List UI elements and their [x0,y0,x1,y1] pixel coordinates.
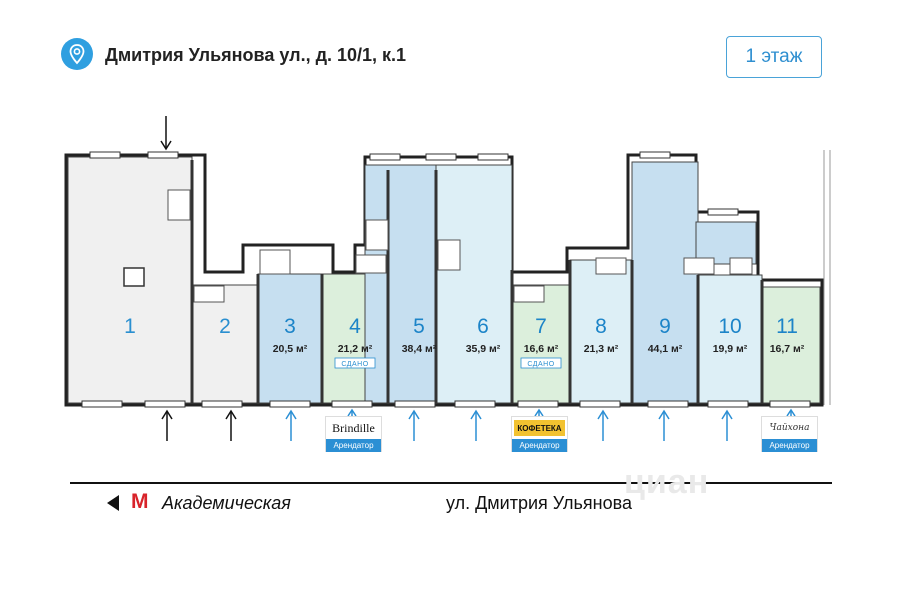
unit-number: 5 [413,315,425,338]
unit-number: 7 [535,315,547,338]
left-arrow-icon [107,495,119,511]
unit-area: 21,2 м² [338,343,373,355]
metro-station: Академическая [162,493,291,513]
unit-number: 9 [659,315,671,338]
unit-area: 16,6 м² [524,343,559,355]
address-title: Дмитрия Ульянова ул., д. 10/1, к.1 [105,45,407,65]
tenant-logo: КОФЕТЕКА [514,420,565,436]
floor-selector[interactable]: 1 этаж [726,36,822,78]
unit-6 [435,164,513,404]
unit-area: 44,1 м² [648,343,683,355]
street-line [70,482,832,484]
unit-number: 10 [718,315,741,338]
unit-number: 1 [124,315,136,338]
unit-5 [364,164,449,404]
tenant-card-kofeteka[interactable]: КОФЕТЕКА Арендатор [511,416,568,452]
watermark: циан [624,463,710,501]
sold-badge: СДАНО [527,361,554,368]
unit-9 [631,161,699,404]
tenant-status: Арендатор [512,439,567,452]
tenant-status: Арендатор [326,439,381,452]
unit-2 [191,284,259,404]
unit-area: 21,3 м² [584,343,619,355]
map-pin-icon [61,38,93,70]
unit-number: 2 [219,315,231,338]
unit-10 [697,274,763,404]
unit-9-annex [695,221,757,265]
unit-number: 3 [284,315,296,338]
unit-area: 20,5 м² [273,343,308,355]
unit-7 [511,284,571,404]
metro-logo-icon: М [131,490,149,513]
street-name: ул. Дмитрия Ульянова [446,493,632,513]
tenant-logo: Brindille [332,420,375,435]
unit-labels: 1 2 3 20,5 м² 4 21,2 м² СДАНО 5 38,4 м² … [124,315,805,369]
tenant-card-chaihona[interactable]: Чайхона Арендатор [761,416,818,452]
unit-area: 16,7 м² [770,343,805,355]
unit-area: 35,9 м² [466,343,501,355]
tenant-status: Арендатор [762,439,817,452]
unit-11 [761,286,821,404]
tenant-card-brindille[interactable]: Brindille Арендатор [325,416,382,452]
unit-number: 11 [776,315,798,338]
unit-area: 38,4 м² [402,343,437,355]
unit-area: 19,9 м² [713,343,748,355]
unit-3 [257,273,323,404]
unit-number: 4 [349,315,361,338]
unit-number: 8 [595,315,607,338]
sold-badge: СДАНО [341,361,368,368]
tenant-logo: Чайхона [769,423,810,433]
entrance-arrows [160,116,796,441]
unit-number: 6 [477,315,489,338]
